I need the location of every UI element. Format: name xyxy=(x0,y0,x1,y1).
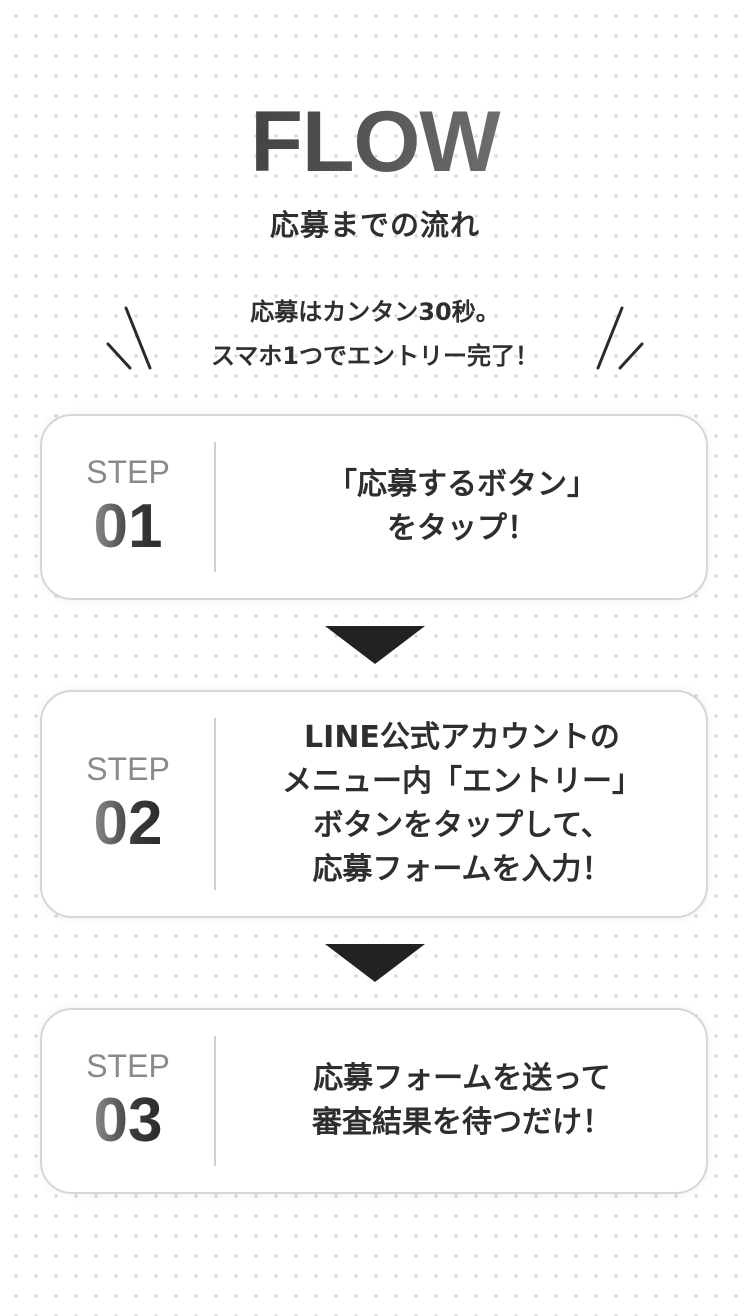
flow-title: FLOW xyxy=(0,92,750,192)
step-divider xyxy=(214,718,216,890)
intro-line-1: 応募はカンタン30秒。 xyxy=(250,298,500,326)
step-text-line: 応募フォームを入力！ xyxy=(312,852,612,887)
step-description: LINE公式アカウントの メニュー内「エントリー」 ボタンをタップして、 応募フ… xyxy=(218,692,706,916)
step-badge: STEP 01 xyxy=(42,416,214,598)
intro-text: 応募はカンタン30秒。 スマホ1つでエントリー完了！ xyxy=(160,290,590,378)
flow-subtitle: 応募までの流れ xyxy=(269,208,480,242)
step-card-1: STEP 01 「応募するボタン」 をタップ！ xyxy=(40,414,708,600)
step-card-3: STEP 03 応募フォームを送って 審査結果を待つだけ！ xyxy=(40,1008,708,1194)
step-description: 「応募するボタン」 をタップ！ xyxy=(218,416,706,598)
step-label: STEP xyxy=(86,454,170,490)
step-badge: STEP 03 xyxy=(42,1010,214,1192)
step-label: STEP xyxy=(86,751,170,787)
step-text-line: をタップ！ xyxy=(387,511,537,546)
right-emphasis-lines-icon xyxy=(596,306,644,370)
down-arrow-icon xyxy=(325,944,425,982)
intro-callout: 応募はカンタン30秒。 スマホ1つでエントリー完了！ xyxy=(0,290,750,380)
step-number: 03 xyxy=(93,1086,163,1155)
step-number: 01 xyxy=(93,492,163,561)
step-text-line: 応募フォームを送って xyxy=(313,1061,611,1096)
step-text-line: LINE公式アカウントの xyxy=(304,720,620,755)
step-badge: STEP 02 xyxy=(42,692,214,916)
step-label: STEP xyxy=(86,1048,170,1084)
step-text-line: メニュー内「エントリー」 xyxy=(282,764,642,799)
step-text-line: 「応募するボタン」 xyxy=(327,467,597,502)
intro-line-2: スマホ1つでエントリー完了！ xyxy=(211,342,539,370)
step-number: 02 xyxy=(93,789,163,858)
step-divider xyxy=(214,442,216,572)
step-text-line: ボタンをタップして、 xyxy=(313,808,611,843)
step-text-line: 審査結果を待つだけ！ xyxy=(312,1105,612,1140)
down-arrow-icon xyxy=(325,626,425,664)
step-description: 応募フォームを送って 審査結果を待つだけ！ xyxy=(218,1010,706,1192)
left-emphasis-lines-icon xyxy=(106,306,152,370)
step-card-2: STEP 02 LINE公式アカウントの メニュー内「エントリー」 ボタンをタッ… xyxy=(40,690,708,918)
step-divider xyxy=(214,1036,216,1166)
